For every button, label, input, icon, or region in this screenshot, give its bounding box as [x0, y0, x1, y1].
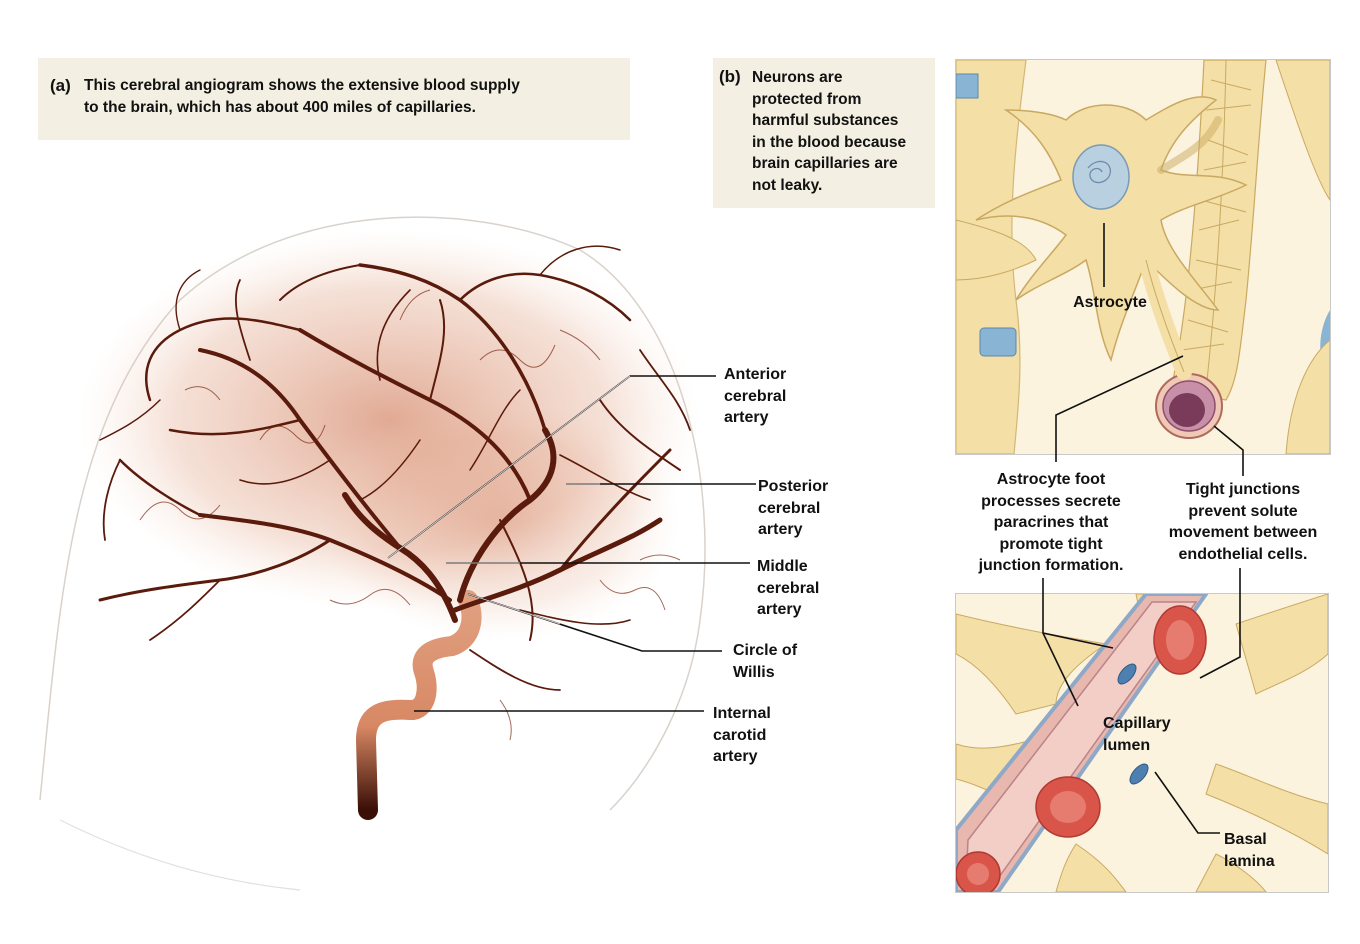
caption-b-letter: (b): [719, 67, 741, 86]
label-posterior-cerebral-artery: Posterior cerebral artery: [758, 478, 829, 538]
panel-a-leaders: [387, 375, 756, 712]
cerebral-angiogram: [39, 216, 706, 891]
leader-foot-bottom-1: [1042, 578, 1114, 649]
caption-a-text: This cerebral angiogram shows the extens…: [84, 75, 520, 118]
capillary-illustration: [956, 594, 1328, 892]
leader-tight-top: [1213, 425, 1244, 476]
astrocyte-illustration: [956, 60, 1330, 454]
label-internal-carotid-artery: Internal carotid artery: [713, 705, 771, 765]
leader-basal: [1154, 771, 1220, 834]
label-middle-cerebral-artery: Middle cerebral artery: [757, 558, 820, 618]
label-anterior-cerebral-artery: Anterior cerebral artery: [724, 366, 787, 426]
label-astrocyte-foot-processes: Astrocyte foot processes secrete paracri…: [978, 471, 1124, 574]
leader-foot-top: [1055, 355, 1184, 462]
caption-a-letter: (a): [50, 76, 71, 95]
caption-a-line2: to the brain, which has about 400 miles …: [84, 98, 476, 116]
label-astrocyte: Astrocyte: [1073, 294, 1147, 311]
leader-foot-bottom-2: [1042, 632, 1079, 707]
label-tight-junctions: Tight junctions prevent solute movement …: [1168, 481, 1318, 563]
caption-b-text: Neurons are protected from harmful subst…: [752, 69, 907, 194]
caption-b-box: [713, 58, 935, 208]
label-basal-lamina: Basal lamina: [1224, 831, 1275, 870]
label-circle-of-willis: Circle of Willis: [733, 642, 798, 681]
astrocyte-illustration-panel: [955, 59, 1331, 455]
label-capillary-lumen: Capillary lumen: [1103, 715, 1171, 754]
caption-a-line1: This cerebral angiogram shows the extens…: [84, 77, 520, 94]
caption-a-box: [38, 58, 630, 140]
capillary-illustration-panel: [955, 593, 1329, 893]
leader-tight-bottom: [1199, 568, 1241, 679]
